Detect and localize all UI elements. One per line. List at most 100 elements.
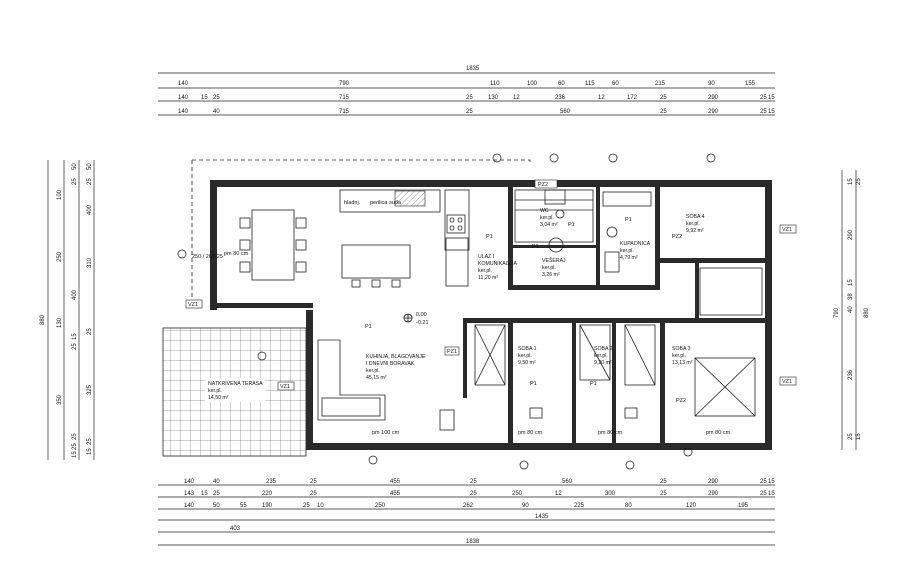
top-dim: 140 (178, 81, 189, 87)
window-label-room3: pm 80 cm (706, 430, 731, 436)
top-dim: 100 (527, 81, 538, 87)
top-dim: 15 (768, 95, 775, 101)
level-value-1: 0.00 (416, 312, 427, 318)
top-dim: 25 (213, 95, 220, 101)
side-dimension-note: 250 / 260-25 (192, 254, 223, 260)
room1-area-label: ker.pl. (518, 353, 532, 359)
left-dim: 25 (72, 178, 78, 185)
left-dim: 325 (87, 384, 93, 395)
room4-area: 9,92 m² (686, 228, 704, 234)
bottom-dim: 25 (310, 479, 317, 485)
left-dim: 250 (57, 251, 63, 262)
right-dim: 15 (848, 178, 854, 185)
staircase (514, 189, 594, 243)
left-dim: 25 (87, 328, 93, 335)
bath-name: KUPAONICA (620, 241, 651, 247)
top-dim: 715 (339, 109, 350, 115)
living-area: 45,15 m² (366, 375, 387, 381)
living-floor-tag: P1 (365, 324, 372, 330)
left-dim: 25 (72, 343, 78, 350)
wall-tag-vz1: VZ1 (280, 384, 290, 390)
top-dim: 25 (466, 109, 473, 115)
top-dim: 25 (660, 109, 667, 115)
bottom-dim: 403 (230, 526, 241, 532)
bottom-dim: 10 (317, 503, 324, 509)
bottom-dim: 25 (660, 479, 667, 485)
right-dim: 25 (848, 433, 854, 440)
laundry-floor-tag: P1 (532, 244, 539, 250)
room4-name: SOBA 4 (686, 214, 705, 220)
terrace-area: 14,50 m² (208, 395, 229, 401)
room3-floor-tag: PZ2 (676, 398, 686, 404)
right-dim: 790 (834, 307, 840, 318)
room3-area-label: ker.pl. (672, 353, 686, 359)
bottom-dim: 25 (213, 491, 220, 497)
wc-area-label: ker.pl. (540, 215, 554, 221)
terrace-area-label: ker.pl. (208, 388, 222, 394)
top-dim: 140 (178, 109, 189, 115)
wc-floor-tag: P1 (568, 222, 575, 228)
right-dim: 25 (856, 178, 862, 185)
top-dim: 715 (339, 95, 350, 101)
wall-tag-vz1: VZ1 (782, 227, 792, 233)
bottom-dim: 140 (184, 479, 195, 485)
wc-name: WC (540, 208, 549, 214)
bottom-dim: 290 (708, 479, 719, 485)
bottom-dim: 120 (686, 503, 697, 509)
bottom-dim: 15 (768, 491, 775, 497)
left-dimensions: 880 100 250 130 350 50 25 15 25 25 25 15… (40, 160, 95, 460)
entry-floor-tag: P1 (486, 234, 493, 240)
dining-table (251, 209, 295, 281)
bottom-dim: 25 (470, 491, 477, 497)
top-dim: 25 (660, 95, 667, 101)
left-dim: 25 (87, 438, 93, 445)
left-dim: 100 (57, 189, 63, 200)
left-outer-dim: 880 (40, 314, 46, 325)
top-dim: 236 (555, 95, 566, 101)
left-dim: 50 (87, 163, 93, 170)
entry-area-label: ker.pl. (478, 268, 492, 274)
wc-area: 3,04 m² (540, 222, 558, 228)
living-name-1: KUHINJA, BLAGOVANJE (366, 354, 426, 360)
bottom-dim: 190 (262, 503, 273, 509)
dishwasher-label: perilica suđa (370, 200, 402, 206)
bottom-dim: 250 (375, 503, 386, 509)
room1-floor-tag: P1 (530, 381, 537, 387)
wall-tag-pz2: PZ2 (538, 182, 548, 188)
bottom-dim: 262 (463, 503, 474, 509)
bottom-dim: 140 (184, 503, 195, 509)
bathroom-fixtures (544, 189, 652, 273)
room-labels: KUHINJA, BLAGOVANJE I DNEVNI BORAVAK ker… (365, 208, 705, 404)
left-dim: 25 (87, 178, 93, 185)
bath-area-label: ker.pl. (620, 248, 634, 254)
bottom-dim: 455 (390, 479, 401, 485)
room2-floor-tag: P1 (590, 381, 597, 387)
window-label-side: pm 80 cm (224, 251, 249, 257)
bottom-dim: 25 (310, 491, 317, 497)
window-label-room2: pm 80 cm (598, 430, 623, 436)
top-dim: 90 (708, 81, 715, 87)
bottom-dim: 15 (201, 491, 208, 497)
right-dimensions: 15 25 290 15 38 40 236 25 15 790 880 (834, 170, 870, 450)
bottom-dim: 25 (660, 491, 667, 497)
wall-tag-vz1: VZ1 (188, 302, 198, 308)
window-label-living: pm 100 cm (372, 430, 400, 436)
left-dim: 15 (72, 333, 78, 340)
bottom-dim: 55 (240, 503, 247, 509)
interior-walls (463, 187, 770, 448)
terrace-name: NATKRIVENA TERASA (208, 381, 263, 387)
room2-name: SOBA 2 (594, 346, 613, 352)
bottom-dim: 1435 (535, 514, 549, 520)
top-dim: 25 (760, 95, 767, 101)
left-dim: 25 (72, 443, 78, 450)
bottom-dim: 225 (574, 503, 585, 509)
room2-area: 9,20 m² (594, 360, 612, 366)
left-dim: 25 (72, 433, 78, 440)
living-area-label: ker.pl. (366, 368, 380, 374)
left-dim: 15 (72, 451, 78, 458)
top-dim: 290 (708, 109, 719, 115)
laundry-area: 3,26 m² (542, 272, 560, 278)
entry-area: 11,20 m² (478, 275, 498, 281)
top-dim: 140 (178, 95, 189, 101)
top-dim: 560 (560, 109, 571, 115)
